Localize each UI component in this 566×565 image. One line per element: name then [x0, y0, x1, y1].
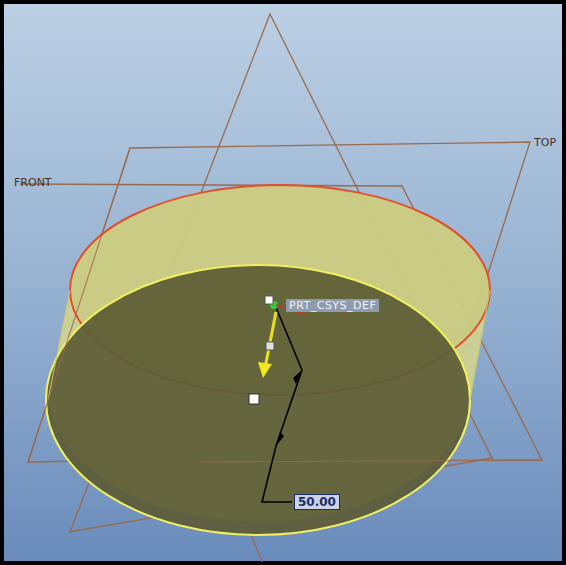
datum-plane-label: FRONT — [12, 176, 54, 189]
dimension-value: 50.00 — [294, 494, 340, 510]
datum-plane-label: TOP — [532, 136, 558, 149]
coordinate-system-label: PRT_CSYS_DEF — [286, 299, 379, 312]
